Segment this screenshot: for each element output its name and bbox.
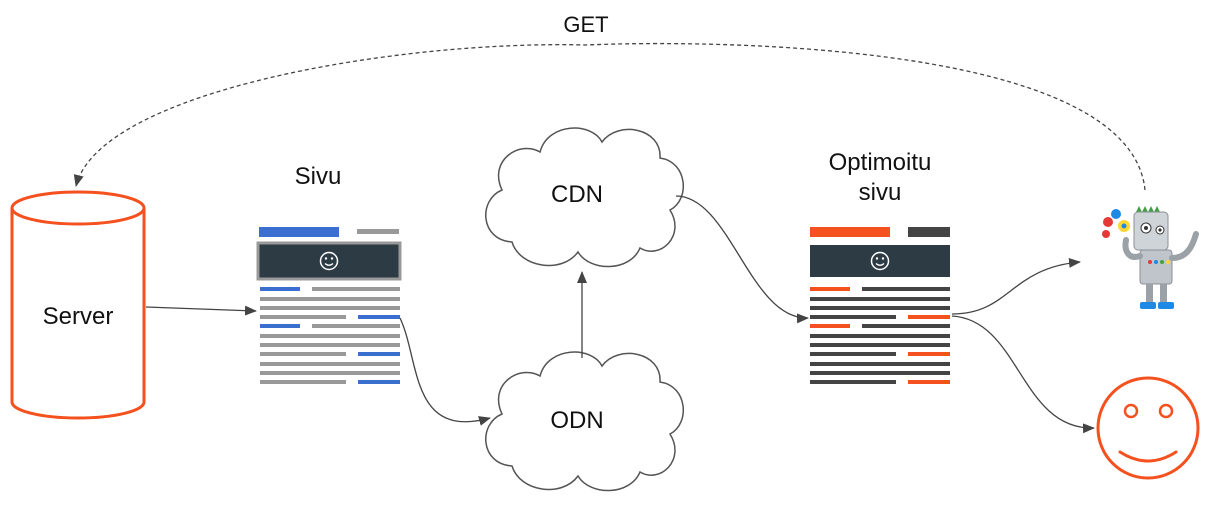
cdn-label: CDN — [551, 181, 603, 208]
server-icon — [10, 190, 146, 420]
optimized-page-title-line2: sivu — [859, 179, 902, 206]
odn-cloud-icon — [485, 351, 684, 492]
optimized-page-title-line1: Optimoitu — [829, 149, 932, 176]
optimized-page-document — [810, 227, 950, 384]
user-face-icon — [1096, 376, 1200, 480]
optimized-to-user-arrow — [951, 315, 1095, 434]
optimized-to-robot-arrow — [951, 257, 1081, 315]
googlebot-robot-icon — [1102, 206, 1199, 309]
page-to-odn-arrow — [399, 317, 491, 426]
page-title: Sivu — [295, 163, 342, 190]
server-label: Server — [43, 303, 114, 330]
get-request-arrow — [73, 42, 1146, 191]
odn-label: ODN — [550, 407, 603, 434]
get-label: GET — [563, 12, 608, 37]
server-to-page-arrow — [145, 305, 257, 316]
cdn-to-optimized-arrow — [675, 195, 809, 324]
page-document — [256, 227, 402, 384]
optimized-smiley-icon — [870, 251, 890, 271]
page-smiley-icon — [319, 251, 339, 271]
cdn-cloud-icon — [485, 127, 684, 268]
